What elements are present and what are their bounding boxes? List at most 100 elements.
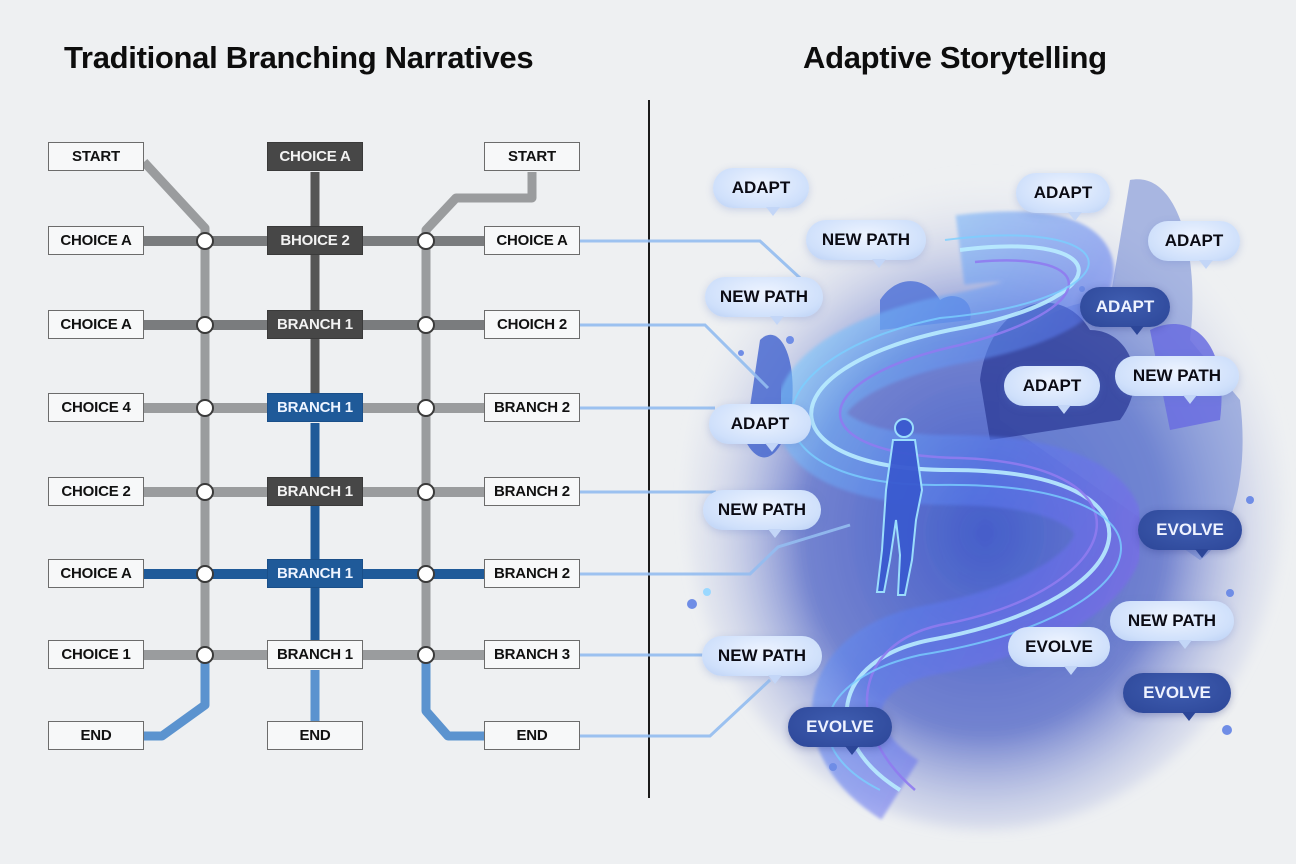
bubble-tail xyxy=(1182,712,1197,721)
bubble-adapt: ADAPT xyxy=(709,404,811,452)
bubble-evolve: EVOLVE xyxy=(1138,510,1242,558)
bubble-label: NEW PATH xyxy=(717,646,807,665)
junctions xyxy=(196,232,435,664)
bubble-label: ADAPT xyxy=(1033,183,1093,202)
bubble-label: EVOLVE xyxy=(806,717,874,736)
node-right-2: CHOICH 2 xyxy=(484,310,580,339)
bubble-tail xyxy=(1064,666,1079,675)
bubble-tail xyxy=(1183,395,1198,404)
sparkle-dots xyxy=(687,286,1254,771)
bubble-tail xyxy=(1178,640,1193,649)
connector-line xyxy=(580,239,802,280)
node-center-7: END xyxy=(267,721,363,750)
node-right-6: BRANCH 3 xyxy=(484,640,580,669)
node-center-1: BHOICE 2 xyxy=(267,226,363,255)
node-left-1: CHOICE A xyxy=(48,226,144,255)
bubble-label: NEW PATH xyxy=(719,287,809,306)
bubble-tail xyxy=(1056,405,1071,414)
bubble-label: ADAPT xyxy=(1022,376,1082,395)
bubble-evolve: EVOLVE xyxy=(1008,627,1110,675)
bubble-new-path: NEW PATH xyxy=(703,490,821,538)
bubble-label: EVOLVE xyxy=(1156,520,1224,539)
bubble-tail xyxy=(765,443,780,452)
bubble-label: NEW PATH xyxy=(1127,611,1217,630)
junction-node xyxy=(196,565,214,583)
bubble-adapt: ADAPT xyxy=(1080,287,1170,335)
track-left-vertical xyxy=(140,158,210,655)
bubble-label: ADAPT xyxy=(1095,297,1155,316)
bubble-tail xyxy=(872,259,886,268)
bubble-label: EVOLVE xyxy=(1025,637,1093,656)
bubble-tail xyxy=(845,746,860,755)
bubble-label: ADAPT xyxy=(730,414,790,433)
node-center-0: CHOICE A xyxy=(267,142,363,171)
connector-line xyxy=(580,523,851,576)
node-left-2: CHOICE A xyxy=(48,310,144,339)
node-left-7: END xyxy=(48,721,144,750)
junction-node xyxy=(196,483,214,501)
track-left-end xyxy=(144,655,210,741)
title-adaptive: Adaptive Storytelling xyxy=(803,40,1107,75)
bubble-adapt: ADAPT xyxy=(713,168,809,216)
node-left-4: CHOICE 2 xyxy=(48,477,144,506)
river-highlight xyxy=(809,244,1112,792)
junction-node xyxy=(417,316,435,334)
junction-node xyxy=(417,399,435,417)
bubble-new-path: NEW PATH xyxy=(705,277,823,325)
node-center-4: BRANCH 1 xyxy=(267,477,363,506)
bubble-tail xyxy=(1195,549,1210,558)
node-right-1: CHOICE A xyxy=(484,226,580,255)
section-divider xyxy=(648,100,650,798)
junction-node xyxy=(196,399,214,417)
bubble-tail xyxy=(1198,260,1213,269)
node-center-3: BRANCH 1 xyxy=(267,393,363,422)
bubble-label: EVOLVE xyxy=(1143,683,1211,702)
bubble-tail xyxy=(769,316,784,325)
junction-node xyxy=(196,646,214,664)
connector-lines xyxy=(580,239,851,738)
node-left-6: CHOICE 1 xyxy=(48,640,144,669)
connector-line xyxy=(580,678,772,738)
title-traditional: Traditional Branching Narratives xyxy=(64,40,534,75)
bubble-tail xyxy=(768,675,782,684)
junction-node xyxy=(196,316,214,334)
node-center-6: BRANCH 1 xyxy=(267,640,363,669)
node-left-0: START xyxy=(48,142,144,171)
node-center-2: BRANCH 1 xyxy=(267,310,363,339)
node-right-3: BRANCH 2 xyxy=(484,393,580,422)
bubble-tail xyxy=(765,207,780,216)
bubble-adapt: ADAPT xyxy=(1004,366,1100,414)
bubble-new-path: NEW PATH xyxy=(1115,356,1239,404)
track-right-end xyxy=(421,655,484,741)
bubble-label: ADAPT xyxy=(731,178,791,197)
connector-line xyxy=(580,323,770,390)
junction-node xyxy=(417,646,435,664)
bubble-tail xyxy=(767,529,782,538)
river-highlight xyxy=(790,234,1122,791)
node-right-5: BRANCH 2 xyxy=(484,559,580,588)
bubble-label: NEW PATH xyxy=(1132,366,1222,385)
junction-node xyxy=(417,232,435,250)
bubble-label: NEW PATH xyxy=(717,500,807,519)
bubble-evolve: EVOLVE xyxy=(788,707,892,755)
bubble-tail xyxy=(1129,326,1144,335)
bubble-adapt: ADAPT xyxy=(1016,173,1110,221)
junction-node xyxy=(196,232,214,250)
track-right-vertical xyxy=(421,172,537,655)
bubble-adapt: ADAPT xyxy=(1148,221,1240,269)
bubble-label: NEW PATH xyxy=(821,230,911,249)
glowing-figure xyxy=(875,418,924,596)
node-left-3: CHOICE 4 xyxy=(48,393,144,422)
node-right-0: START xyxy=(484,142,580,171)
bubble-new-path: NEW PATH xyxy=(1110,601,1234,649)
bubble-evolve: EVOLVE xyxy=(1123,673,1231,721)
junction-node xyxy=(417,483,435,501)
node-center-5: BRANCH 1 xyxy=(267,559,363,588)
river-highlight xyxy=(838,259,1099,791)
bubble-new-path: NEW PATH xyxy=(806,220,926,268)
junction-node xyxy=(417,565,435,583)
bubble-label: ADAPT xyxy=(1164,231,1224,250)
bubble-tail xyxy=(1067,212,1082,221)
node-right-7: END xyxy=(484,721,580,750)
